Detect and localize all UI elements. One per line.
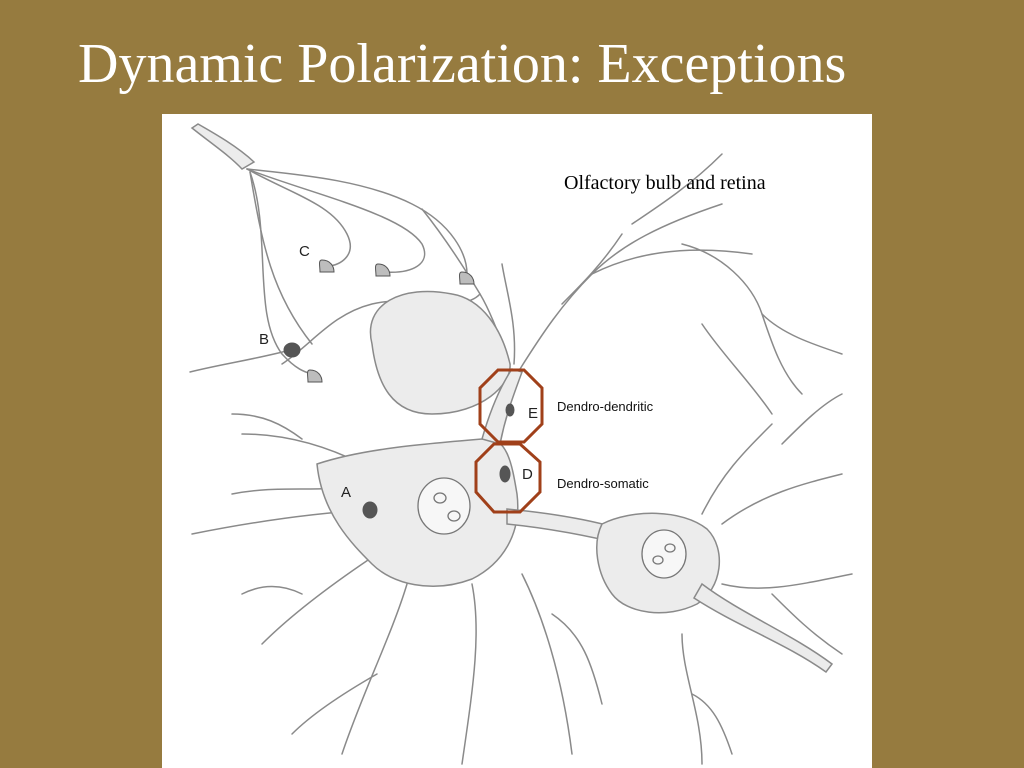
synaptic-terminal-c — [320, 260, 335, 272]
dendrite-branch — [292, 674, 377, 734]
synapse-d — [500, 466, 510, 482]
slide-title: Dynamic Polarization: Exceptions — [78, 28, 846, 100]
axon-branch — [247, 169, 425, 272]
nucleolus — [665, 544, 675, 552]
figure-caption: Olfactory bulb and retina — [564, 172, 766, 195]
synaptic-terminal-b — [284, 343, 300, 357]
nucleolus — [448, 511, 460, 521]
dendrite-branch — [522, 574, 572, 754]
upper-neuron-body — [370, 291, 510, 414]
dendrite-branch — [462, 584, 476, 764]
dendrite-branch — [520, 204, 722, 369]
neuron-diagram: C B A D E — [162, 114, 872, 768]
axon-branch-b — [190, 350, 290, 372]
label-d: D — [522, 466, 533, 483]
nucleus — [418, 478, 470, 534]
dendrite-branch — [562, 234, 622, 304]
nucleolus — [434, 493, 446, 503]
dendrite-branch — [702, 324, 772, 414]
dendrite-branch — [722, 474, 842, 524]
annotation-dendro-dendritic: Dendro-dendritic — [557, 399, 653, 414]
incoming-axon — [192, 124, 254, 169]
annotation-dendro-somatic: Dendro-somatic — [557, 476, 649, 491]
synaptic-terminal-c — [460, 272, 475, 284]
dendrite-branch — [342, 584, 407, 754]
dendrite-branch — [262, 554, 377, 644]
synaptic-terminal-a — [363, 502, 377, 518]
label-c: C — [299, 243, 310, 260]
label-b: B — [259, 331, 269, 348]
lower-left-neuron-body — [317, 438, 518, 586]
synaptic-terminal-c — [376, 264, 391, 276]
nucleus — [642, 530, 686, 578]
dendrite-branch — [552, 614, 602, 704]
axon-branch — [247, 169, 467, 274]
label-a: A — [341, 484, 351, 501]
dendrite-branch — [242, 587, 302, 595]
right-neuron-axon — [694, 584, 832, 672]
nucleolus — [653, 556, 663, 564]
dendrite-branch — [722, 574, 852, 588]
dendrite-branch — [782, 394, 842, 444]
synaptic-terminal — [308, 370, 323, 382]
neuron-diagram-panel: C B A D E Olfactory bulb and retina Dend… — [162, 114, 872, 768]
label-e: E — [528, 405, 538, 422]
dendrite-branch — [682, 244, 802, 394]
synapse-e — [506, 404, 514, 416]
